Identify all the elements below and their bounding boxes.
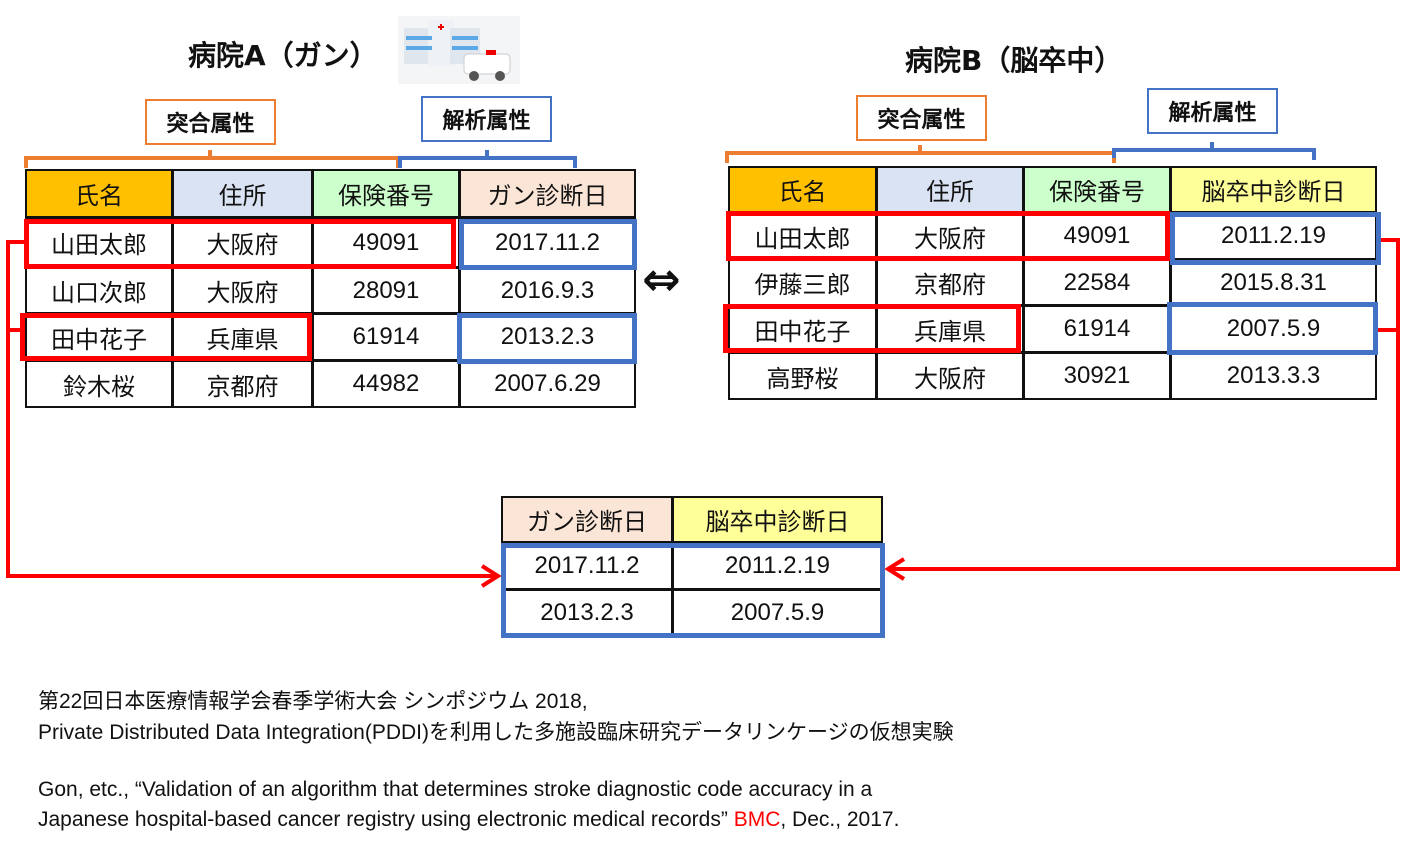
table-cell: 山田太郎 — [25, 217, 173, 268]
header-cell: 保険番号 — [312, 169, 460, 218]
footer-line-1: 第22回日本医療情報学会春季学術大会 シンポジウム 2018, — [38, 690, 588, 713]
footer-line-4: Japanese hospital-based cancer registry … — [38, 808, 899, 832]
header-cell: ガン診断日 — [501, 496, 673, 543]
table-cell: 2013.2.3 — [501, 589, 673, 636]
red-connector-left — [6, 240, 496, 578]
equivalence-symbol: ⇔ — [642, 252, 681, 306]
table-cell: 2007.5.9 — [1170, 305, 1377, 353]
orange-bracket-a — [24, 150, 400, 168]
table-cell: 2013.2.3 — [459, 313, 636, 361]
analysis-attribute-label-a: 解析属性 — [421, 96, 552, 142]
header-cell: 脳卒中診断日 — [672, 496, 883, 543]
match-attribute-label-a: 突合属性 — [145, 99, 276, 145]
table-cell: 22584 — [1023, 259, 1171, 306]
table-cell: 山口次郎 — [25, 267, 173, 314]
bmc-link[interactable]: BMC — [733, 808, 781, 831]
table-cell: 28091 — [312, 267, 460, 314]
table-cell: 京都府 — [876, 259, 1024, 306]
table-cell: 田中花子 — [25, 313, 173, 361]
header-cell: 住所 — [172, 169, 313, 218]
table-cell: 2011.2.19 — [1170, 212, 1377, 260]
table-cell: 大阪府 — [876, 212, 1024, 260]
hospital-b-title: 病院B（脳卒中） — [905, 44, 1123, 77]
footer-line-3: Gon, etc., “Validation of an algorithm t… — [38, 778, 873, 801]
table-cell: 伊藤三郎 — [728, 259, 877, 306]
table-cell: 30921 — [1023, 352, 1171, 400]
match-attribute-label-b: 突合属性 — [856, 95, 987, 141]
table-cell: 2013.3.3 — [1170, 352, 1377, 400]
table-cell: 2017.11.2 — [501, 542, 673, 590]
analysis-attribute-label-b: 解析属性 — [1147, 88, 1278, 134]
table-cell: 2011.2.19 — [672, 542, 883, 590]
table-cell: 61914 — [1023, 305, 1171, 353]
table-cell: 大阪府 — [172, 267, 313, 314]
table-cell: 高野桜 — [728, 352, 877, 400]
footer-line-2: Private Distributed Data Integration(PDD… — [38, 721, 954, 744]
table-cell: 49091 — [1023, 212, 1171, 260]
table-cell: 兵庫県 — [172, 313, 313, 361]
table-cell: 山田太郎 — [728, 212, 877, 260]
table-cell: 2007.6.29 — [459, 360, 636, 408]
arrow-left-head — [480, 564, 502, 588]
table-cell: 2015.8.31 — [1170, 259, 1377, 306]
table-cell: 2007.5.9 — [672, 589, 883, 636]
orange-bracket-b — [725, 145, 1116, 163]
table-cell: 2016.9.3 — [459, 267, 636, 314]
header-cell: 住所 — [876, 166, 1024, 213]
citation-text: Japanese hospital-based cancer registry … — [38, 808, 728, 831]
blue-bracket-a — [398, 150, 577, 168]
table-cell: 田中花子 — [728, 305, 877, 353]
hospital-a-title: 病院A（ガン） — [188, 39, 378, 72]
table-cell: 2017.11.2 — [459, 217, 636, 268]
table-cell: 大阪府 — [876, 352, 1024, 400]
table-cell: 鈴木桜 — [25, 360, 173, 408]
table-cell: 61914 — [312, 313, 460, 361]
citation-date: , Dec., 2017. — [780, 808, 900, 831]
table-cell: 京都府 — [172, 360, 313, 408]
header-cell: 氏名 — [25, 169, 173, 218]
table-cell: 大阪府 — [172, 217, 313, 268]
table-cell: 44982 — [312, 360, 460, 408]
red-connector-right — [890, 238, 1400, 571]
arrow-right-head — [884, 557, 906, 581]
header-cell: 氏名 — [728, 166, 877, 213]
table-cell: 49091 — [312, 217, 460, 268]
header-cell: 脳卒中診断日 — [1170, 166, 1377, 213]
blue-bracket-b — [1112, 142, 1316, 160]
hospital-ambulance-icon — [398, 16, 520, 84]
header-cell: 保険番号 — [1023, 166, 1171, 213]
table-cell: 兵庫県 — [876, 305, 1024, 353]
header-cell: ガン診断日 — [459, 169, 636, 218]
